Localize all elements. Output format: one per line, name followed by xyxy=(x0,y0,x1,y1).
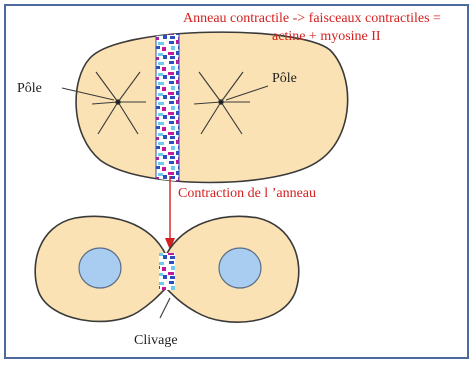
contractile-ring xyxy=(156,20,179,190)
cleavage-label: Clivage xyxy=(134,333,178,348)
cell-body xyxy=(76,32,348,182)
right-nucleus xyxy=(219,248,261,288)
cleaving-cell xyxy=(35,216,299,322)
contraction-label: Contraction de l ’anneau xyxy=(178,186,316,201)
title-line-1: Anneau contractile -> faisceaux contract… xyxy=(183,11,441,26)
pole-left-label: Pôle xyxy=(17,81,42,96)
cleavage-ring xyxy=(159,253,175,290)
title-line-2: actine + myosine II xyxy=(272,29,381,44)
pole-right-label: Pôle xyxy=(272,71,297,86)
left-nucleus xyxy=(79,248,121,288)
cleavage-pointer xyxy=(160,298,170,318)
dividing-cell xyxy=(76,20,348,190)
contraction-arrow xyxy=(165,176,175,250)
